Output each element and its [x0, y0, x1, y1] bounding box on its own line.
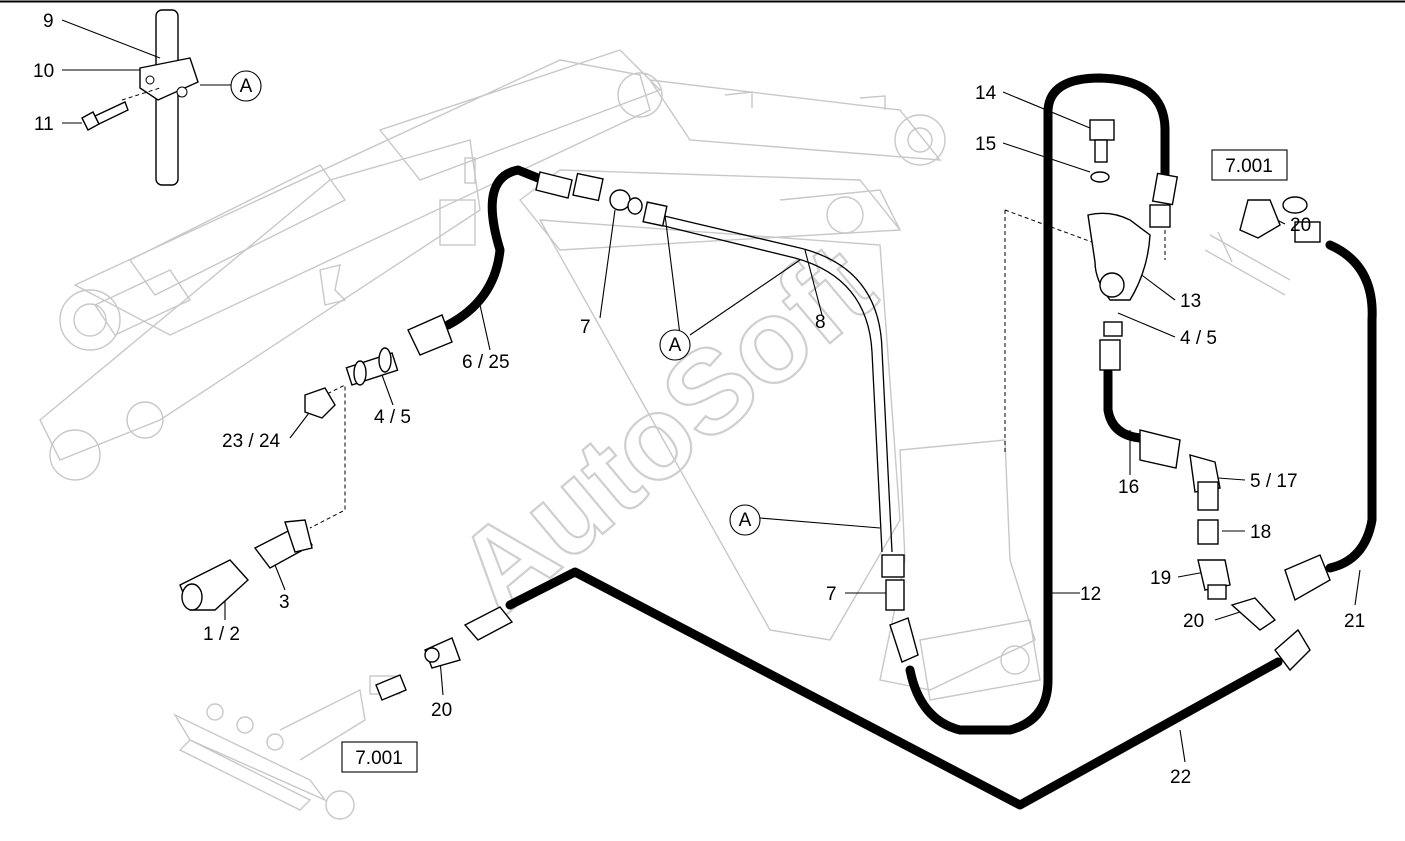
label-9: 9: [43, 11, 54, 32]
label-5-17: 5 / 17: [1250, 471, 1298, 492]
callout-a-top: A: [230, 70, 262, 102]
svg-text:7.001: 7.001: [355, 748, 403, 769]
watermark-text: AutoSoft: [432, 219, 898, 640]
label-6-25: 6 / 25: [462, 352, 510, 373]
hose-12: [905, 73, 1170, 735]
fittings: [179, 119, 1331, 701]
svg-text:7.001: 7.001: [1225, 156, 1273, 177]
label-23-24: 23 / 24: [222, 431, 281, 452]
valve-block-ghost: [173, 675, 401, 820]
label-12: 12: [1080, 584, 1101, 605]
label-1-2: 1 / 2: [203, 624, 240, 645]
label-13: 13: [1180, 291, 1201, 312]
label-7-top: 7: [580, 317, 591, 338]
hose-6-25: [443, 165, 543, 330]
label-4-5-left: 4 / 5: [374, 407, 411, 428]
label-20-right-top: 20: [1290, 215, 1311, 236]
label-19: 19: [1150, 568, 1171, 589]
svg-text:A: A: [739, 510, 752, 531]
label-10: 10: [33, 61, 54, 82]
label-15: 15: [975, 134, 996, 155]
label-20-right-bottom: 20: [1183, 611, 1204, 632]
callout-a-lower: A: [729, 504, 761, 536]
hoses: [443, 73, 1377, 810]
label-11: 11: [34, 114, 54, 135]
label-14: 14: [975, 83, 997, 104]
label-7-bottom: 7: [826, 584, 837, 605]
clamp-assembly: [81, 9, 199, 186]
hose-22: [505, 567, 1283, 810]
hose-21: [1325, 240, 1377, 573]
label-21: 21: [1344, 611, 1365, 632]
reference-box-top: 7.001: [1211, 149, 1288, 181]
label-20-left: 20: [431, 700, 452, 721]
label-18: 18: [1250, 522, 1271, 543]
label-4-5-right: 4 / 5: [1180, 328, 1217, 349]
callout-a-middle: A: [659, 329, 691, 361]
svg-text:A: A: [240, 76, 253, 97]
label-8: 8: [815, 312, 826, 333]
part-labels: 9 10 11 14 15 7 8 6 / 25 4 / 5 23 / 24 3…: [33, 11, 1365, 788]
label-16: 16: [1118, 477, 1139, 498]
label-3: 3: [279, 592, 290, 613]
reference-box-bottom: 7.001: [341, 741, 418, 773]
pipe-8: [659, 214, 893, 553]
hose-16: [1103, 367, 1145, 443]
svg-text:A: A: [669, 335, 682, 356]
label-22: 22: [1170, 767, 1191, 788]
